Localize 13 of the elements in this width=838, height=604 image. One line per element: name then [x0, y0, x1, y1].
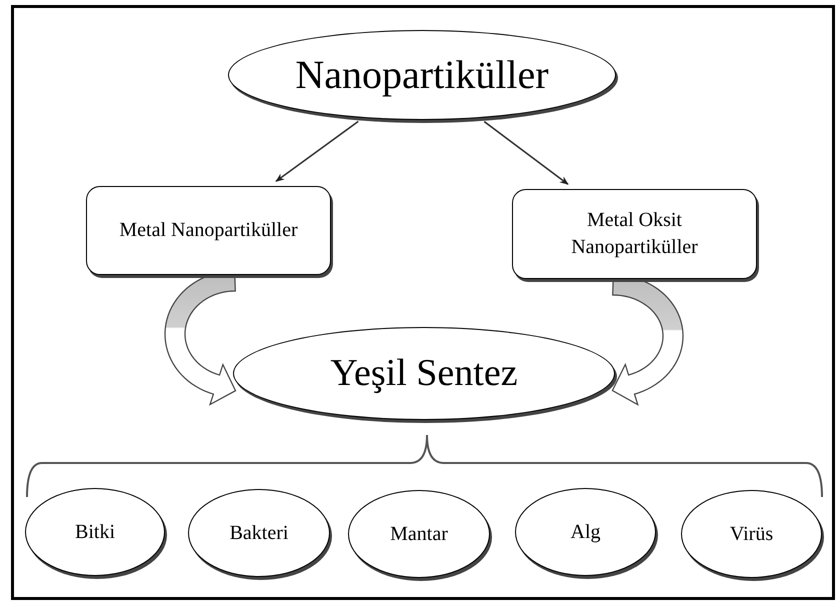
- node-label: Yeşil Sentez: [330, 350, 518, 396]
- rounded-box: [512, 189, 757, 279]
- node-label: Nanopartiküller: [295, 51, 549, 99]
- node-label: Mantar: [390, 522, 448, 546]
- node-label: Metal Nanopartiküller: [119, 218, 298, 243]
- arrow: [275, 120, 359, 182]
- node-label: Bakteri: [230, 520, 288, 546]
- node-label: Virüs: [730, 522, 774, 546]
- node-label: Bitki: [74, 520, 115, 544]
- node-label: Metal Oksit Nanopartiküller: [570, 208, 699, 260]
- node-label: Alg: [570, 520, 600, 544]
- arrow: [484, 120, 569, 185]
- rounded-box: [86, 186, 331, 275]
